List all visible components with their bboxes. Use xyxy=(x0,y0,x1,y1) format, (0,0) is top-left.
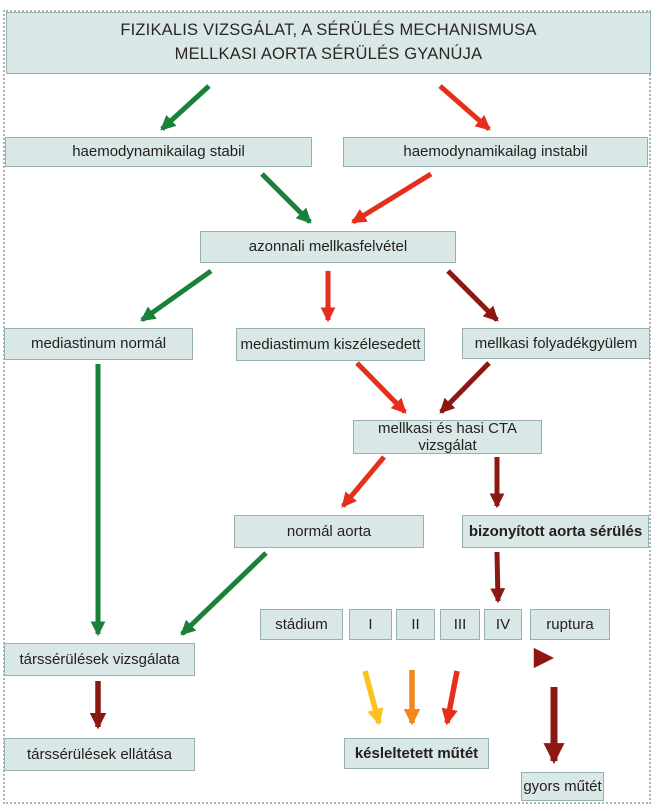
arrow-cta-to-normalaorta xyxy=(341,455,386,508)
node-tarsserulesek-ellatasa: társsérülések ellátása xyxy=(4,738,195,771)
node-label: I xyxy=(368,615,373,633)
node-label: azonnali mellkasfelvétel xyxy=(248,238,408,256)
node-normal-aorta: normál aorta xyxy=(234,515,424,548)
arrow-bizonyitott-to-stadium xyxy=(490,551,506,604)
node-label: ruptura xyxy=(546,615,594,633)
node-label: késleltetett műtét xyxy=(354,744,479,762)
node-label: társsérülések ellátása xyxy=(26,745,173,763)
node-label: bizonyított aorta sérülés xyxy=(468,522,643,540)
node-azonnali-mellkasfelvetel: azonnali mellkasfelvétel xyxy=(200,231,456,263)
arrow-title-to-instabil xyxy=(438,84,491,131)
node-haemodynamikailag-instabil: haemodynamikailag instabil xyxy=(343,137,648,167)
node-label: haemodynamikailag instabil xyxy=(403,143,588,161)
node-title: FIZIKALIS VIZSGÁLAT, A SÉRÜLÉS MECHANISM… xyxy=(6,12,651,74)
node-label: haemodynamikailag stabil xyxy=(72,143,245,161)
node-label: gyors műtét xyxy=(523,777,602,795)
node-stadium-1: I xyxy=(349,609,392,640)
arrow-kiszeles-to-cta xyxy=(355,361,407,414)
node-stadium: stádium xyxy=(260,609,343,640)
node-stadium-2: II xyxy=(396,609,435,640)
node-tarsserulesek-vizsgalata: társsérülések vizsgálata xyxy=(4,643,195,676)
node-label: társsérülések vizsgálata xyxy=(19,650,180,668)
title-line-1: FIZIKALIS VIZSGÁLAT, A SÉRÜLÉS MECHANISM… xyxy=(120,21,537,40)
node-kesleltetett-mutet: késleltetett műtét xyxy=(344,738,489,769)
arrow-normalaorta-to-tarsvizsg xyxy=(180,551,268,636)
node-stadium-4: IV xyxy=(484,609,522,640)
title-line-2: MELLKASI AORTA SÉRÜLÉS GYANÚJA xyxy=(174,45,483,63)
node-gyors-mutet: gyors műtét xyxy=(521,772,604,801)
arrow-stadium1-to-kesleltetett xyxy=(362,670,384,726)
arrow-instabil-to-azonnali xyxy=(351,171,433,225)
node-ruptura: ruptura xyxy=(530,609,610,640)
arrow-azonnali-to-mednormal xyxy=(140,268,213,323)
node-label: mellkasi és hasi CTA vizsgálat xyxy=(378,419,517,454)
arrow-folyadek-to-cta xyxy=(439,361,491,414)
node-mediastimum-kiszelesedett: mediastimum kiszélesedett xyxy=(236,328,425,361)
node-label: stádium xyxy=(275,615,328,633)
node-mellkasi-folyadekgyulem: mellkasi folyadékgyülem xyxy=(462,328,650,359)
page-dotted-border xyxy=(3,10,651,804)
node-label: II xyxy=(411,615,420,633)
node-label: mediastinum normál xyxy=(30,335,167,353)
node-label: normál aorta xyxy=(286,522,372,540)
node-label: mellkasi folyadékgyülem xyxy=(474,334,638,352)
node-mediastinum-normal: mediastinum normál xyxy=(4,328,193,360)
node-stadium-3: III xyxy=(440,609,480,640)
arrow-stabil-to-azonnali xyxy=(260,172,312,224)
node-cta-vizsgalat: mellkasi és hasi CTA vizsgálat xyxy=(353,420,542,454)
node-bizonyitott-aorta-serules: bizonyított aorta sérülés xyxy=(462,515,649,548)
arrow-stadium3-to-kesleltetett xyxy=(441,670,460,726)
arrow-title-to-stabil xyxy=(160,84,211,131)
node-haemodynamikailag-stabil: haemodynamikailag stabil xyxy=(5,137,312,167)
node-label: IV xyxy=(495,615,511,633)
arrow-azonnali-to-folyadek xyxy=(446,269,499,322)
node-label: III xyxy=(453,615,467,633)
node-label: mediastimum kiszélesedett xyxy=(240,335,421,353)
